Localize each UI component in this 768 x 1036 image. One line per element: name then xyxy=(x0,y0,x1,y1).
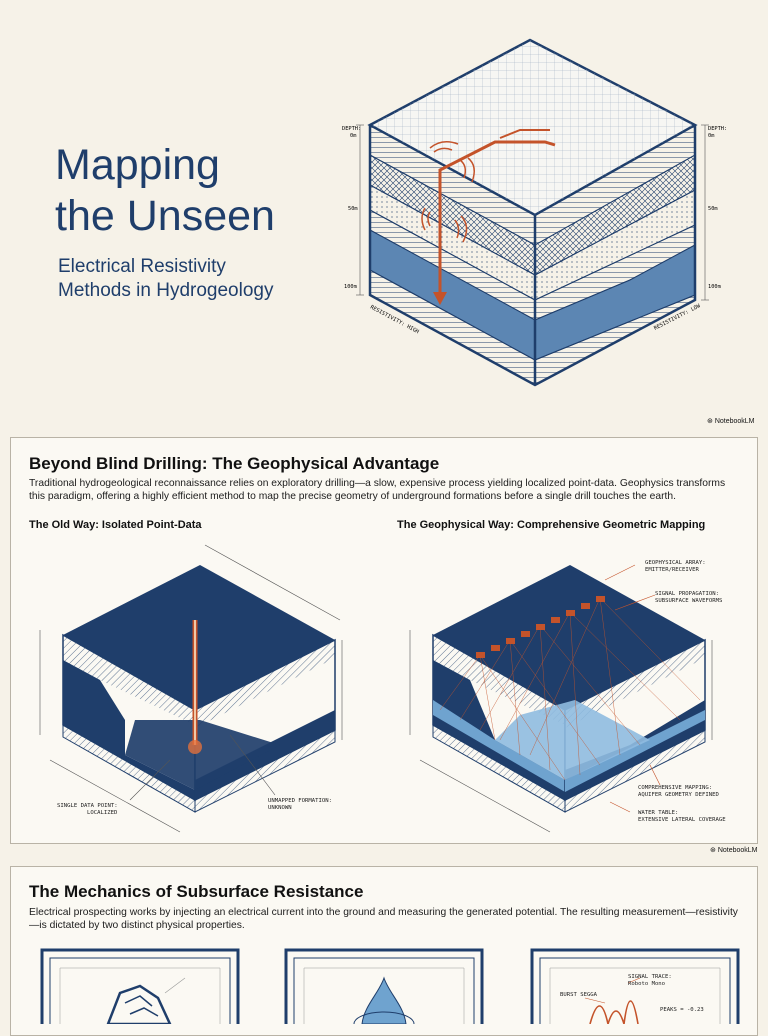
callout-single-data-point: SINGLE DATA POINT: LOCALIZED xyxy=(57,803,118,816)
hero-title-line1: Mapping xyxy=(55,141,220,189)
hero-depth-left-top: DEPTH: xyxy=(342,126,361,132)
notebooklm-badge-1: ⊛ NotebookLM xyxy=(707,417,755,425)
hero-depth-right-top: DEPTH: xyxy=(708,126,727,132)
peaks-label: PEAKS = -0.23 xyxy=(660,1007,704,1013)
hero-depth-left-bot: 100m xyxy=(344,284,357,290)
section2-body: Electrical prospecting works by injectin… xyxy=(29,907,738,931)
hero-probe-arrow xyxy=(438,140,556,300)
porosity-diagram-frame xyxy=(40,948,240,1024)
notebooklm-icon: ⊛ xyxy=(707,418,713,425)
single-data-point-glow xyxy=(188,740,202,754)
section1-title: Beyond Blind Drilling: The Geophysical A… xyxy=(29,454,440,473)
hero-subtitle-line1: Electrical Resistivity xyxy=(58,256,226,277)
hero-subtitle-line2: Methods in Hydrogeology xyxy=(58,280,274,301)
notebooklm-label: NotebookLM xyxy=(717,847,758,854)
callout-comprehensive-mapping: COMPREHENSIVE MAPPING: AQUIFER GEOMETRY … xyxy=(638,785,719,798)
section2-title: The Mechanics of Subsurface Resistance xyxy=(29,882,364,901)
notebooklm-icon: ⊛ xyxy=(710,847,716,854)
hero-depth-right-top2: 0m xyxy=(708,133,714,139)
water-drop-diagram-frame xyxy=(284,948,484,1024)
callout-unmapped-formation: UNMAPPED FORMATION: UNKNOWN xyxy=(268,798,332,811)
geophysical-array xyxy=(476,596,605,658)
callout-geophysical-array: GEOPHYSICAL ARRAY: EMITTER/RECEIVER xyxy=(645,560,706,573)
geophysical-way-heading: The Geophysical Way: Comprehensive Geome… xyxy=(397,519,706,531)
geophysical-way-diagram xyxy=(409,564,713,833)
hero-signal-waves xyxy=(421,141,475,243)
notebooklm-badge-2: ⊛ NotebookLM xyxy=(710,846,758,854)
hero-title: Mapping the Unseen xyxy=(55,140,275,242)
signal-trace-wave xyxy=(589,1000,639,1024)
hero-depth-left-mid: 50m xyxy=(348,206,358,212)
hero-depth-right-bot: 100m xyxy=(708,284,721,290)
hero-block-diagram: DEPTH: 0m 50m 100m DEPTH: 0m 50m 100m RE… xyxy=(342,38,727,387)
callout-signal-propagation: SIGNAL PROPAGATION: SUBSURFACE WAVEFORMS xyxy=(655,591,723,604)
signal-propagation-lines xyxy=(439,597,701,781)
old-way-diagram xyxy=(39,544,343,833)
hero-title-line2: the Unseen xyxy=(55,192,275,240)
section1-body: Traditional hydrogeological reconnaissan… xyxy=(29,478,726,502)
signal-trace-diagram-frame xyxy=(530,948,740,1024)
burst-label: BURST SEGGA xyxy=(560,992,598,998)
signal-trace-label: SIGNAL TRACE: Roboto Mono xyxy=(628,974,672,987)
notebooklm-label: NotebookLM xyxy=(714,418,755,425)
old-way-heading: The Old Way: Isolated Point-Data xyxy=(29,519,202,531)
callout-water-table: WATER TABLE: EXTENSIVE LATERAL COVERAGE xyxy=(638,810,726,823)
hero-depth-left-top2: 0m xyxy=(350,133,356,139)
hero-subtitle: Electrical Resistivity Methods in Hydrog… xyxy=(58,255,273,303)
hero-depth-right-mid: 50m xyxy=(708,206,718,212)
